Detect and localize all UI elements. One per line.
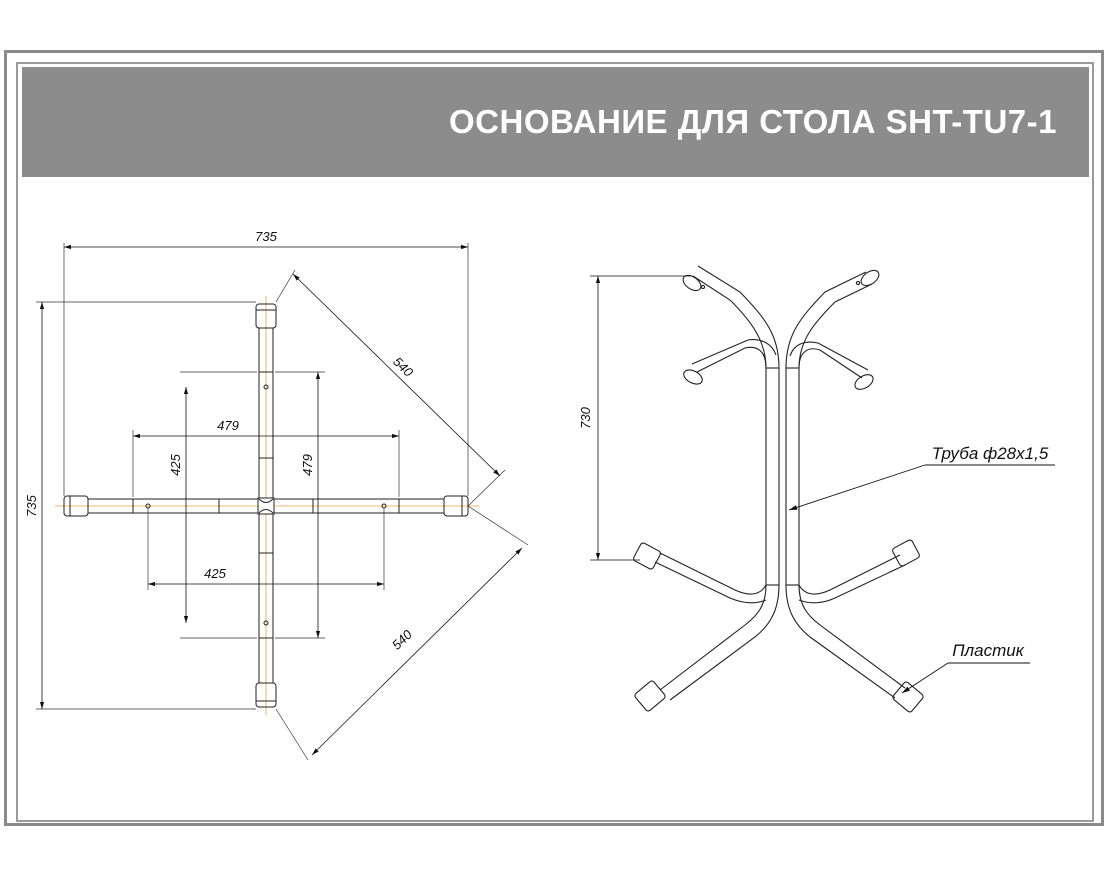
- page-title: ОСНОВАНИЕ ДЛЯ СТОЛА SHT-TU7-1: [448, 103, 1057, 140]
- extension-lines: [36, 243, 529, 761]
- dim-inner-width: 479: [217, 418, 239, 433]
- bottom-legs: [633, 539, 924, 713]
- dim-height: 730: [578, 406, 593, 428]
- leader-lines: [788, 464, 1055, 694]
- inner-frame: [16, 62, 1094, 822]
- dim-diagonal-upper: 540: [390, 354, 417, 380]
- side-view: [590, 265, 1055, 713]
- plan-view: [36, 243, 529, 761]
- dim-overall-height: 735: [24, 494, 39, 516]
- dim-inner-height: 479: [300, 454, 315, 476]
- title-banner: ОСНОВАНИЕ ДЛЯ СТОЛА SHT-TU7-1: [22, 67, 1089, 177]
- dimension-lines: [39, 244, 523, 756]
- dim-diagonal-lower: 540: [389, 626, 416, 652]
- top-arms: [682, 265, 880, 390]
- outer-frame: [4, 50, 1104, 826]
- dim-overall-width: 735: [255, 229, 277, 244]
- label-tube: Труба ф28х1,5: [932, 444, 1049, 463]
- label-plastic: Пластик: [952, 641, 1024, 660]
- dim-hole-span-h: 425: [204, 566, 226, 581]
- central-column: [765, 367, 800, 586]
- height-dimension: [590, 275, 690, 561]
- dim-hole-span-v: 425: [168, 453, 183, 475]
